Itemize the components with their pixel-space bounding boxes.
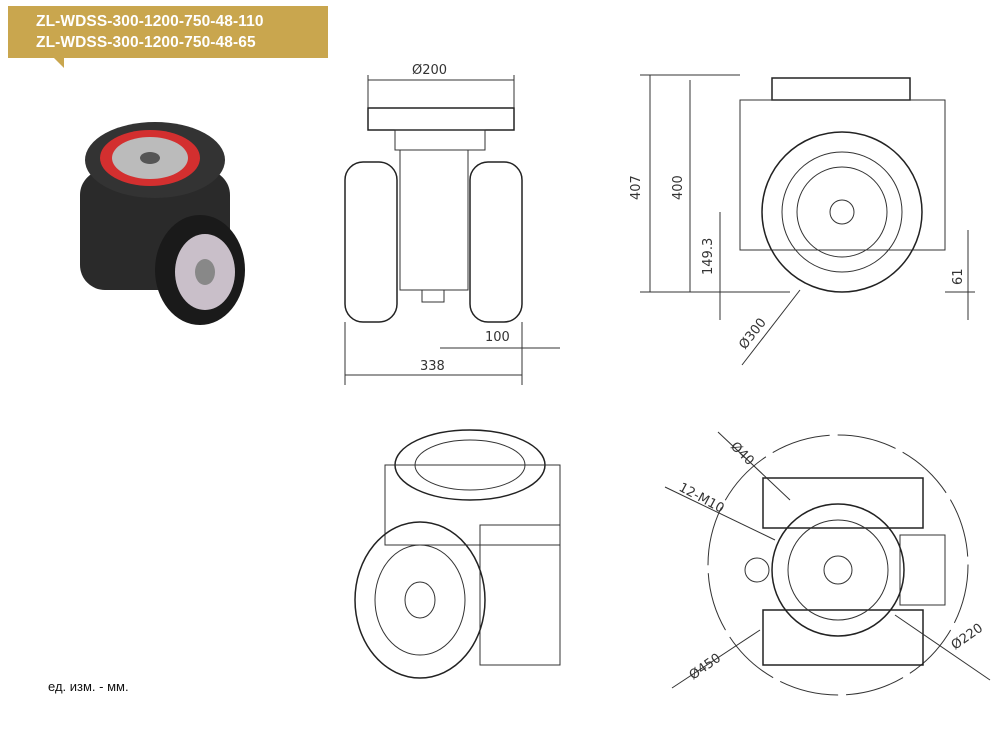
- dim-height-total: 407: [629, 175, 644, 200]
- front-view: Ø200 100 338: [344, 63, 560, 385]
- dim-top-diameter: Ø200: [412, 63, 447, 78]
- dim-wheel-diameter: Ø300: [736, 316, 769, 353]
- side-view: 407 400 149.3 61 Ø300: [629, 74, 975, 366]
- model-name-2: ZL-WDSS-300-1200-750-48-65: [36, 34, 256, 51]
- product-render: [80, 122, 245, 325]
- dim-overall-width: 338: [420, 359, 445, 374]
- dim-axle-height: 149.3: [701, 238, 716, 275]
- dim-bolt-circle: Ø220: [949, 621, 986, 653]
- dim-wheel-width: 100: [485, 330, 510, 345]
- top-view: Ø40 12-M10 Ø450 Ø220: [664, 431, 991, 696]
- model-name-1: ZL-WDSS-300-1200-750-48-110: [36, 13, 264, 30]
- model-banner: ZL-WDSS-300-1200-750-48-110 ZL-WDSS-300-…: [8, 6, 328, 68]
- dim-offset: 61: [951, 268, 966, 285]
- isometric-view: [354, 429, 561, 679]
- dim-bolts: 12-M10: [676, 480, 726, 516]
- dim-swing-diameter: Ø450: [687, 651, 724, 683]
- dim-height-body: 400: [671, 175, 686, 200]
- units-note: ед. изм. - мм.: [48, 679, 129, 694]
